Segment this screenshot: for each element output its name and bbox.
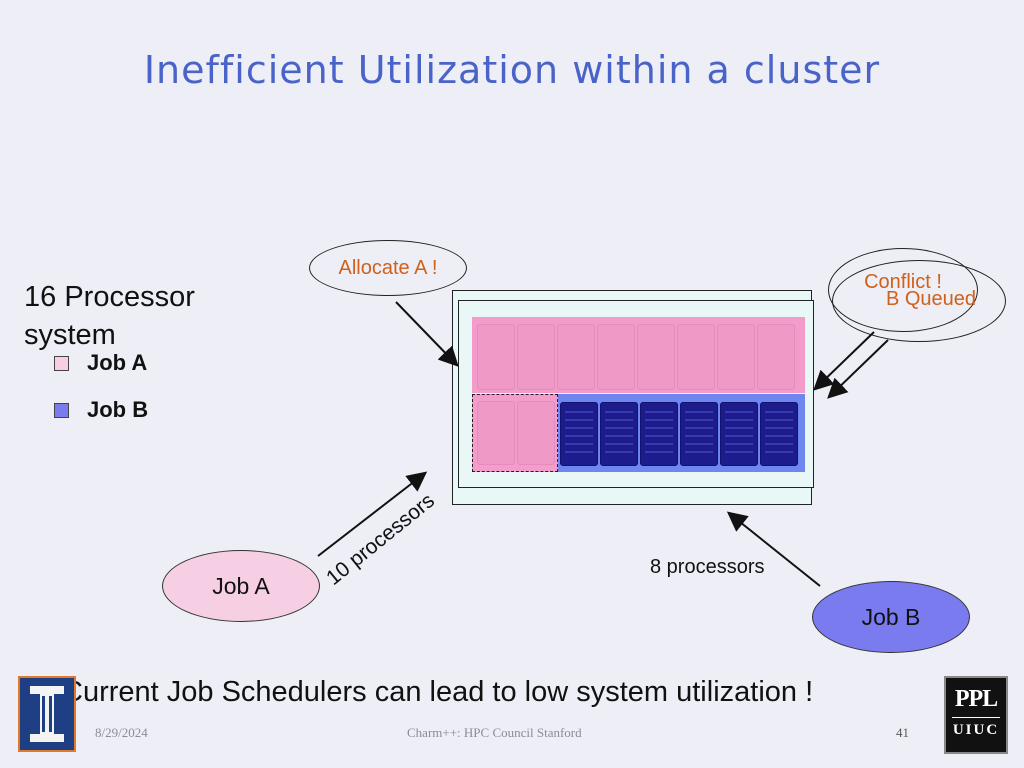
footer-page-number: 41 — [896, 725, 909, 740]
processor-unit — [757, 324, 795, 390]
processor-unit — [477, 324, 515, 390]
job-a-label: Job A — [212, 572, 270, 599]
callout-allocate-text: Allocate A ! — [338, 256, 438, 279]
callout-allocate-a: Allocate A ! — [309, 240, 467, 296]
slide-caption: Current Job Schedulers can lead to low s… — [62, 676, 814, 708]
job-a-node: Job A — [162, 550, 320, 622]
job-b-label: Job B — [861, 603, 921, 630]
callout-queued: B Queued — [832, 260, 1006, 342]
ppl-logo-top: PPL — [954, 686, 998, 712]
processor-unit — [680, 402, 718, 466]
legend-item-job-b: Job B — [54, 397, 148, 423]
processor-unit — [517, 324, 555, 390]
system-label-line2: system — [24, 319, 116, 351]
slide-title: Inefficient Utilization within a cluster — [143, 48, 881, 92]
arrow-queued-out — [827, 339, 889, 399]
callout-queued-text: B Queued — [885, 287, 977, 310]
label-eight-processors: 8 processors — [650, 556, 765, 578]
processor-unit — [640, 402, 678, 466]
system-label-line1: 16 Processor — [24, 281, 195, 313]
processor-unit — [637, 324, 675, 390]
ppl-logo: PPL UIUC — [944, 676, 1008, 754]
processor-unit — [597, 324, 635, 390]
job-a-spillover-block — [472, 394, 558, 472]
footer-center: Charm++: HPC Council Stanford — [407, 725, 582, 740]
processor-unit — [760, 402, 798, 466]
legend-swatch-job-b — [54, 402, 69, 418]
processor-unit — [717, 324, 755, 390]
processor-unit — [677, 324, 715, 390]
arrow-job-a — [317, 471, 428, 557]
job-b-node: Job B — [812, 581, 970, 653]
ppl-logo-bottom: UIUC — [952, 722, 1000, 738]
legend-label-job-a: Job A — [87, 350, 148, 375]
illinois-i-icon — [30, 686, 64, 742]
legend-swatch-job-a — [54, 355, 69, 371]
processor-unit — [600, 402, 638, 466]
footer-date: 8/29/2024 — [95, 725, 148, 740]
ppl-logo-divider — [952, 717, 1000, 718]
arrow-allocate-a — [395, 301, 459, 367]
illinois-logo — [18, 676, 76, 752]
arrow-conflict-in — [813, 331, 875, 391]
system-label: 16 Processor system — [24, 278, 195, 354]
legend-label-job-b: Job B — [87, 397, 149, 422]
legend-item-job-a: Job A — [54, 350, 147, 376]
processor-unit — [560, 402, 598, 466]
processor-unit — [720, 402, 758, 466]
processor-unit — [477, 401, 515, 465]
processor-unit — [517, 401, 555, 465]
arrow-job-b — [726, 511, 821, 587]
processor-unit — [557, 324, 595, 390]
